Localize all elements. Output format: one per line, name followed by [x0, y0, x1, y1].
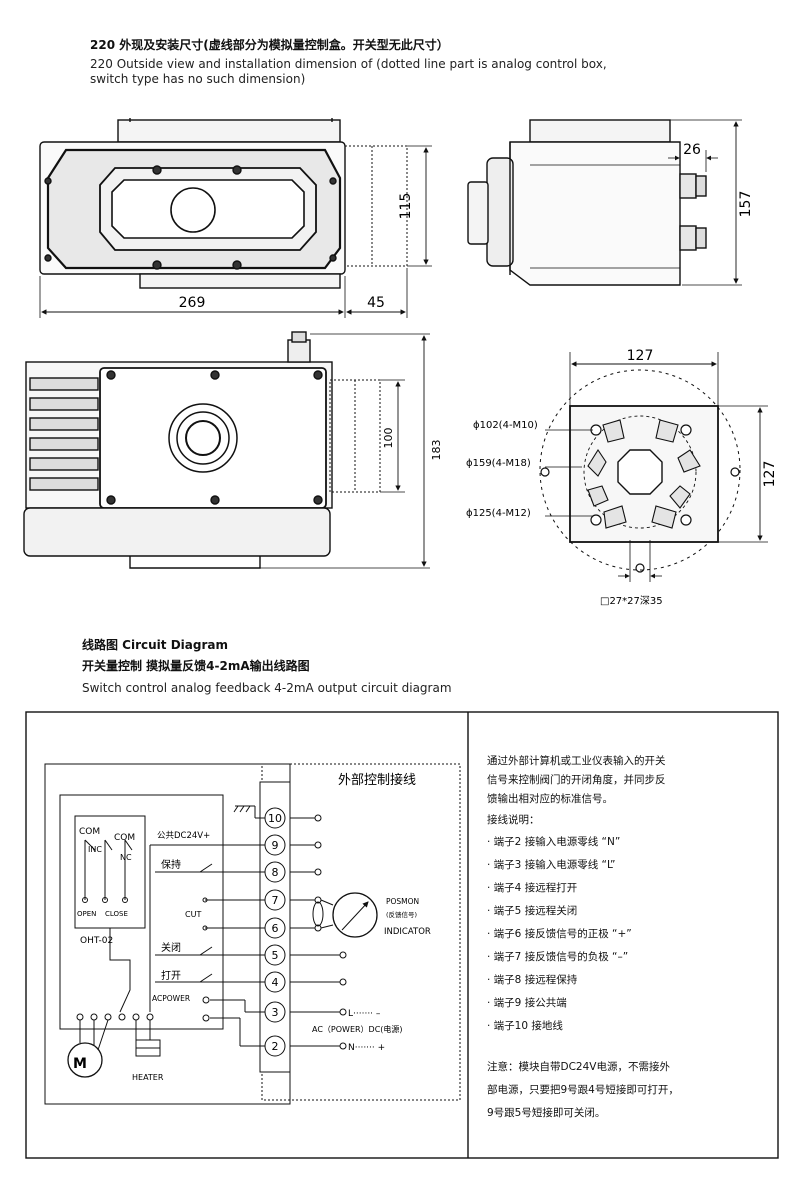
- page-title-en-1: 220 Outside view and installation dimens…: [90, 57, 607, 71]
- circuit-title-1: 线路图 Circuit Diagram: [82, 638, 228, 652]
- external-wiring-label: 外部控制接线: [338, 772, 416, 788]
- terminal-5: 5: [272, 949, 279, 962]
- n-line-label: N······· +: [348, 1043, 385, 1053]
- position-label: POSMON: [386, 897, 419, 906]
- circuit-title-3: Switch control analog feedback 4-2mA out…: [82, 681, 452, 695]
- top-view: [23, 331, 430, 569]
- dim-side-height: 157: [738, 191, 754, 218]
- note-item: · 端子8 接远程保持: [487, 974, 578, 986]
- com-label-1: COM: [79, 827, 100, 837]
- terminal-7: 7: [272, 894, 279, 907]
- dim-bolt-125: ϕ125(4-M12): [466, 508, 531, 519]
- dim-flange-width: 127: [627, 348, 654, 364]
- dim-side-small: 26: [683, 142, 701, 158]
- intro-line-3: 馈输出相对应的标准信号。: [487, 793, 613, 805]
- note-item: · 端子6 接反馈信号的正极 “+”: [487, 928, 632, 940]
- dim-square: □27*27深35: [600, 595, 663, 607]
- wiring-notes: 通过外部计算机或工业仪表输入的开关 信号来控制阀门的开闭角度，并同步反 馈输出相…: [487, 752, 777, 1038]
- com-label-2: COM: [114, 833, 135, 843]
- front-view: [39, 118, 432, 318]
- terminal-6: 6: [272, 922, 279, 935]
- heater-label: HEATER: [132, 1073, 164, 1082]
- side-view: [467, 119, 742, 286]
- note-item: · 端子9 接公共端: [487, 997, 567, 1009]
- terminal-3: 3: [272, 1006, 279, 1019]
- dim-flange-height: 127: [762, 461, 778, 488]
- terminal-10: 10: [268, 812, 282, 825]
- close-label: CLOSE: [105, 910, 128, 918]
- terminal-4: 4: [272, 976, 279, 989]
- dim-front-height: 115: [398, 193, 414, 220]
- circuit-frame: [25, 711, 779, 1159]
- terminal-9: 9: [272, 839, 279, 852]
- common-dc-label: 公共DC24V+: [157, 831, 210, 841]
- note-item: · 端子3 接输入电源零线 “L”: [487, 859, 616, 871]
- dim-front-box: 45: [367, 295, 385, 311]
- inc-label: INC: [88, 845, 102, 854]
- circuit-diagram: [44, 763, 461, 1105]
- dim-top-box: 100: [382, 428, 395, 449]
- note-item: · 端子4 接远程打开: [487, 882, 578, 894]
- close-cn-label: 关闭: [161, 941, 181, 954]
- open-cn-label: 打开: [161, 969, 181, 982]
- page-title-cn: 220 外现及安装尺寸(虚线部分为模拟量控制盒。开关型无此尺寸）: [90, 38, 449, 52]
- dim-bolt-159: ϕ159(4-M18): [466, 458, 531, 469]
- cut-label: CUT: [185, 910, 201, 919]
- flange-view: [539, 352, 768, 582]
- hold-label: 保持: [161, 858, 181, 871]
- terminal-8: 8: [272, 866, 279, 879]
- warning-line-1: 注意：模块自带DC24V电源，不需接外: [487, 1061, 670, 1073]
- page-title-en-2: switch type has no such dimension): [90, 72, 306, 86]
- indicator-label: INDICATOR: [384, 927, 431, 937]
- acpower-label: ACPOWER: [152, 994, 190, 1003]
- position-sub-label: (反馈信号): [386, 910, 417, 919]
- module-label: OHT-02: [80, 936, 113, 946]
- note-item: · 端子5 接远程关闭: [487, 905, 578, 917]
- dim-front-width: 269: [179, 295, 206, 311]
- circuit-title-2: 开关量控制 摸拟量反馈4-2mA输出线路图: [82, 659, 310, 673]
- dim-bolt-102: ϕ102(4-M10): [473, 420, 538, 431]
- dim-top-height: 183: [430, 440, 443, 461]
- open-label: OPEN: [77, 910, 96, 918]
- intro-line-1: 通过外部计算机或工业仪表输入的开关: [487, 755, 666, 767]
- note-item: · 端子2 接输入电源零线 “N”: [487, 836, 621, 848]
- note-item: · 端子7 接反馈信号的负极 “–”: [487, 951, 629, 963]
- note-item: · 端子10 接地线: [487, 1020, 563, 1032]
- motor-label: M: [73, 1056, 87, 1072]
- notes-heading: 接线说明：: [487, 814, 540, 826]
- nc-label: NC: [120, 853, 132, 862]
- terminal-2: 2: [272, 1040, 279, 1053]
- warning-note: 注意：模块自带DC24V电源，不需接外 部电源，只要把9号跟4号短接即可打开， …: [487, 1056, 777, 1125]
- ac-dc-label: AC（POWER）DC(电源): [312, 1024, 403, 1034]
- warning-line-3: 9号跟5号短接即可关闭。: [487, 1107, 606, 1119]
- l-line-label: L······· –: [348, 1009, 381, 1019]
- warning-line-2: 部电源，只要把9号跟4号短接即可打开，: [487, 1084, 679, 1096]
- intro-line-2: 信号来控制阀门的开闭角度，并同步反: [487, 774, 666, 786]
